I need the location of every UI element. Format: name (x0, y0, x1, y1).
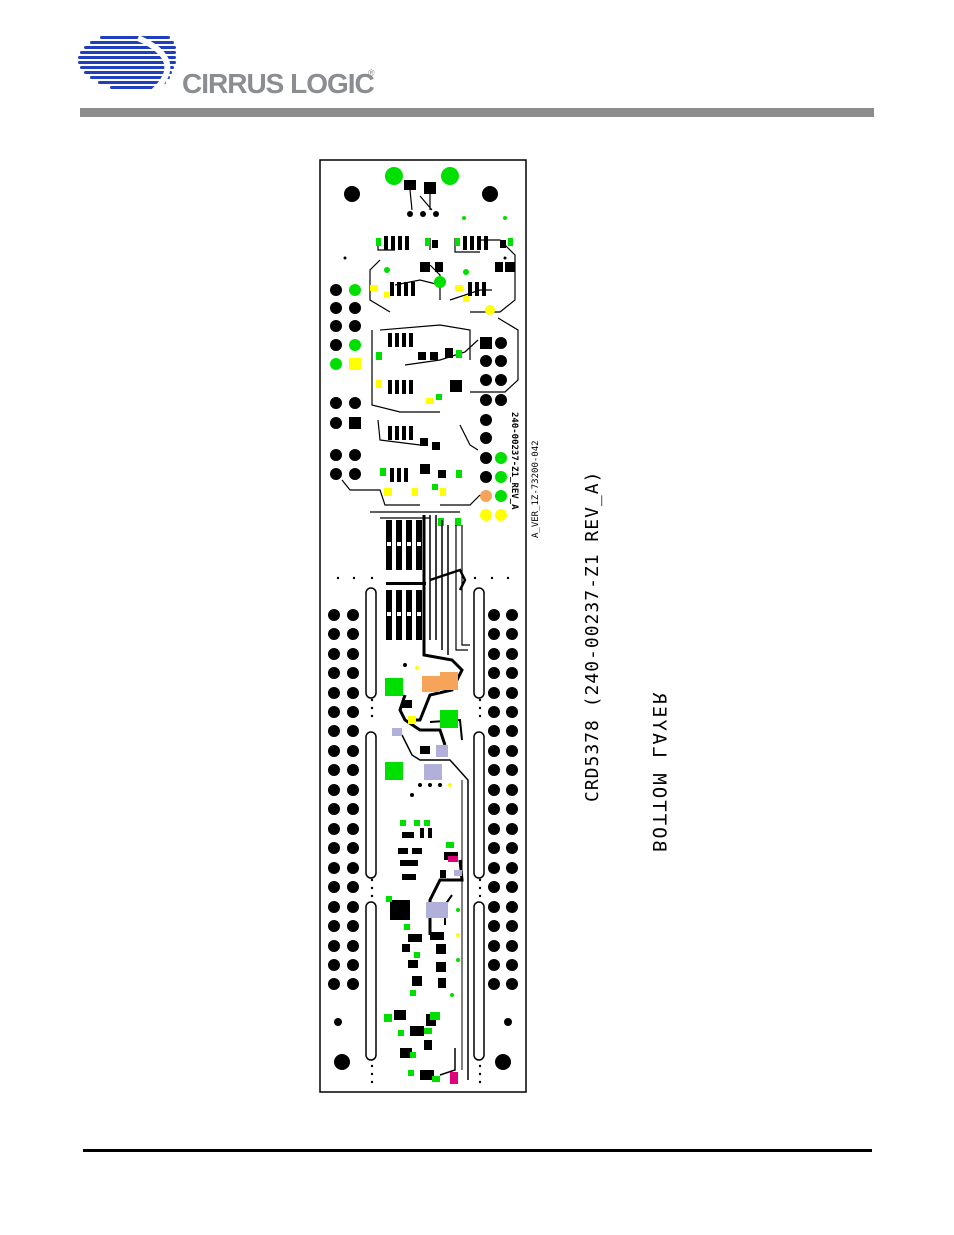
footer-rule (83, 1149, 872, 1152)
silkscreen-board-id-small: A_VER_1Z-73200-042 (531, 440, 541, 538)
right-upper-pad-column (480, 337, 507, 521)
logo-swoosh-icon (78, 35, 176, 95)
cirrus-logic-logo: CIRRUS LOGIC ® (78, 30, 378, 102)
middle-power-pads (385, 663, 458, 797)
silkscreen-board-id: 240-00237-Z1_REV_A (509, 412, 519, 510)
right-header-pads (488, 609, 518, 1026)
lower-colored-pads (384, 820, 462, 1084)
upper-colored-pads (370, 216, 513, 496)
upper-components (384, 180, 515, 482)
layer-label: BOTTOM LAYER (648, 690, 670, 852)
resistor-array (386, 518, 461, 640)
left-header-pads (328, 609, 359, 1026)
edge-vias (336, 256, 510, 1084)
left-upper-pad-column (330, 284, 361, 480)
lower-components (390, 828, 458, 1080)
board-outline (319, 159, 527, 1093)
registered-mark: ® (368, 68, 375, 78)
connector-slots (365, 587, 485, 1061)
top-green-pads (385, 167, 459, 185)
mounting-holes (334, 186, 511, 1070)
company-name: CIRRUS LOGIC (182, 68, 375, 99)
board-title: CRD5378 (240-00237-Z1 REV_A) (582, 470, 603, 802)
header-rule (80, 108, 874, 117)
